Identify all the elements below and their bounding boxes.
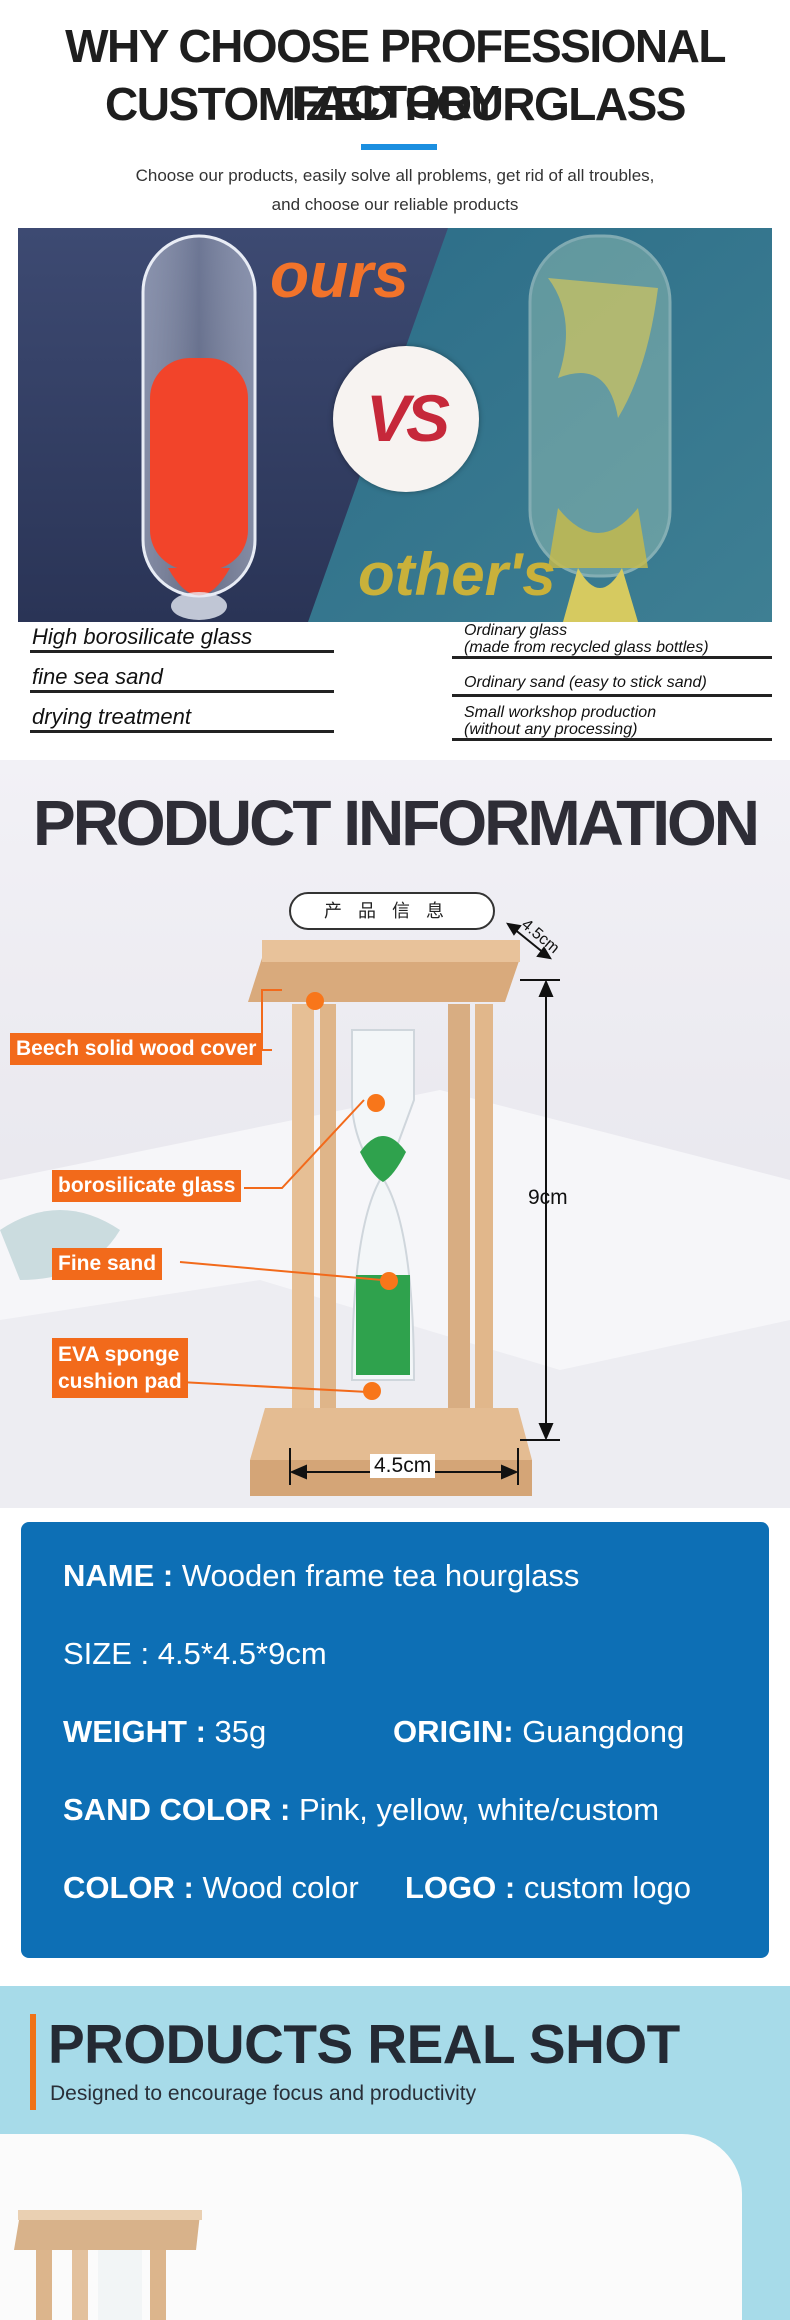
others-feature-3-line1: Small workshop production <box>464 704 657 721</box>
why-subtitle-line1: Choose our products, easily solve all pr… <box>135 166 655 185</box>
spec-color-value: Wood color <box>202 1870 359 1905</box>
callout-glass: borosilicate glass <box>52 1170 242 1202</box>
marker-dot-glass <box>367 1094 385 1112</box>
others-feature-1-line2: (made from recycled glass bottles) <box>464 639 709 656</box>
title-accent-bar <box>361 144 437 150</box>
real-shot-section: PRODUCTS REAL SHOT Designed to encourage… <box>0 1986 790 2320</box>
marker-dot-cover <box>306 992 324 1010</box>
spec-weight-value: 35g <box>214 1714 267 1749</box>
others-feature-3: Small workshop production (without any p… <box>452 704 772 741</box>
spec-size-label: SIZE : <box>63 1636 150 1671</box>
comparison-background <box>18 228 772 622</box>
spec-size-value: 4.5*4.5*9cm <box>157 1636 327 1671</box>
why-subtitle-line2: and choose our reliable products <box>271 195 519 214</box>
comparison-image: ours VS other's <box>18 228 772 622</box>
spec-weight: WEIGHT : 35g <box>63 1714 266 1750</box>
product-information-section: PRODUCT INFORMATION 产品信息 Beech solid woo… <box>0 760 790 1508</box>
spec-name-label: NAME : <box>63 1558 174 1593</box>
why-choose-section: WHY CHOOSE PROFESSIONAL FACTORY CUSTOMIZ… <box>0 0 790 760</box>
hourglass-product <box>248 940 532 1496</box>
callout-eva-line1: EVA sponge <box>58 1343 180 1366</box>
others-feature-1: Ordinary glass (made from recycled glass… <box>452 622 772 659</box>
spec-origin-label: ORIGIN: <box>393 1714 514 1749</box>
spec-logo-label: LOGO : <box>405 1870 516 1905</box>
spec-name-value: Wooden frame tea hourglass <box>181 1558 580 1593</box>
callout-eva-sponge: EVA sponge cushion pad <box>52 1338 188 1398</box>
specs-panel: NAME : Wooden frame tea hourglass SIZE :… <box>21 1522 769 1958</box>
marker-dot-sponge <box>363 1382 381 1400</box>
why-title-line2: CUSTOMIZED HOURGLASS <box>105 78 686 130</box>
spec-sand-value: Pink, yellow, white/custom <box>298 1792 660 1827</box>
ours-feature-2: fine sea sand <box>30 664 334 693</box>
spec-logo-value: custom logo <box>523 1870 691 1905</box>
real-shot-subtitle: Designed to encourage focus and producti… <box>50 2082 477 2105</box>
dimension-width: 4.5cm <box>370 1454 436 1478</box>
others-feature-2-line1: Ordinary sand (easy to stick sand) <box>464 674 707 691</box>
ours-label: ours <box>270 239 409 311</box>
real-shot-title: PRODUCTS REAL SHOT <box>48 2013 680 2075</box>
real-shot-accent-bar <box>30 2014 36 2110</box>
spec-sand-color: SAND COLOR : Pink, yellow, white/custom <box>63 1792 659 1828</box>
others-hourglass <box>528 234 672 622</box>
spec-logo: LOGO : custom logo <box>405 1870 691 1906</box>
why-title-line1: WHY CHOOSE PROFESSIONAL FACTORY <box>65 20 726 128</box>
others-feature-2: Ordinary sand (easy to stick sand) <box>452 674 772 697</box>
real-shot-hourglass <box>14 2210 202 2320</box>
dimension-height: 9cm <box>528 1186 568 1209</box>
marker-dot-sand <box>380 1272 398 1290</box>
spec-origin: ORIGIN: Guangdong <box>393 1714 684 1750</box>
callout-lines <box>179 989 383 1393</box>
others-feature-3-line2: (without any processing) <box>464 721 638 738</box>
others-label: other's <box>358 541 556 608</box>
ours-hourglass <box>141 234 257 620</box>
callout-wood-cover: Beech solid wood cover <box>10 1033 263 1065</box>
product-info-pill: 产品信息 <box>289 892 495 930</box>
spec-name: NAME : Wooden frame tea hourglass <box>63 1558 579 1594</box>
callout-fine-sand: Fine sand <box>52 1248 163 1280</box>
spec-size: SIZE : 4.5*4.5*9cm <box>63 1636 327 1672</box>
spec-sand-label: SAND COLOR : <box>63 1792 291 1827</box>
real-shot-photo-card <box>0 2134 742 2320</box>
others-feature-1-line1: Ordinary glass <box>464 622 568 639</box>
spec-weight-label: WEIGHT : <box>63 1714 206 1749</box>
ours-feature-1: High borosilicate glass <box>30 624 334 653</box>
ours-feature-3: drying treatment <box>30 704 334 733</box>
vs-badge: VS <box>333 346 479 492</box>
spec-color: COLOR : Wood color <box>63 1870 359 1906</box>
spec-color-label: COLOR : <box>63 1870 194 1905</box>
vs-label: VS <box>365 381 450 455</box>
product-information-title: PRODUCT INFORMATION <box>33 787 760 859</box>
callout-eva-line2: cushion pad <box>58 1370 182 1393</box>
spec-origin-value: Guangdong <box>522 1714 685 1749</box>
